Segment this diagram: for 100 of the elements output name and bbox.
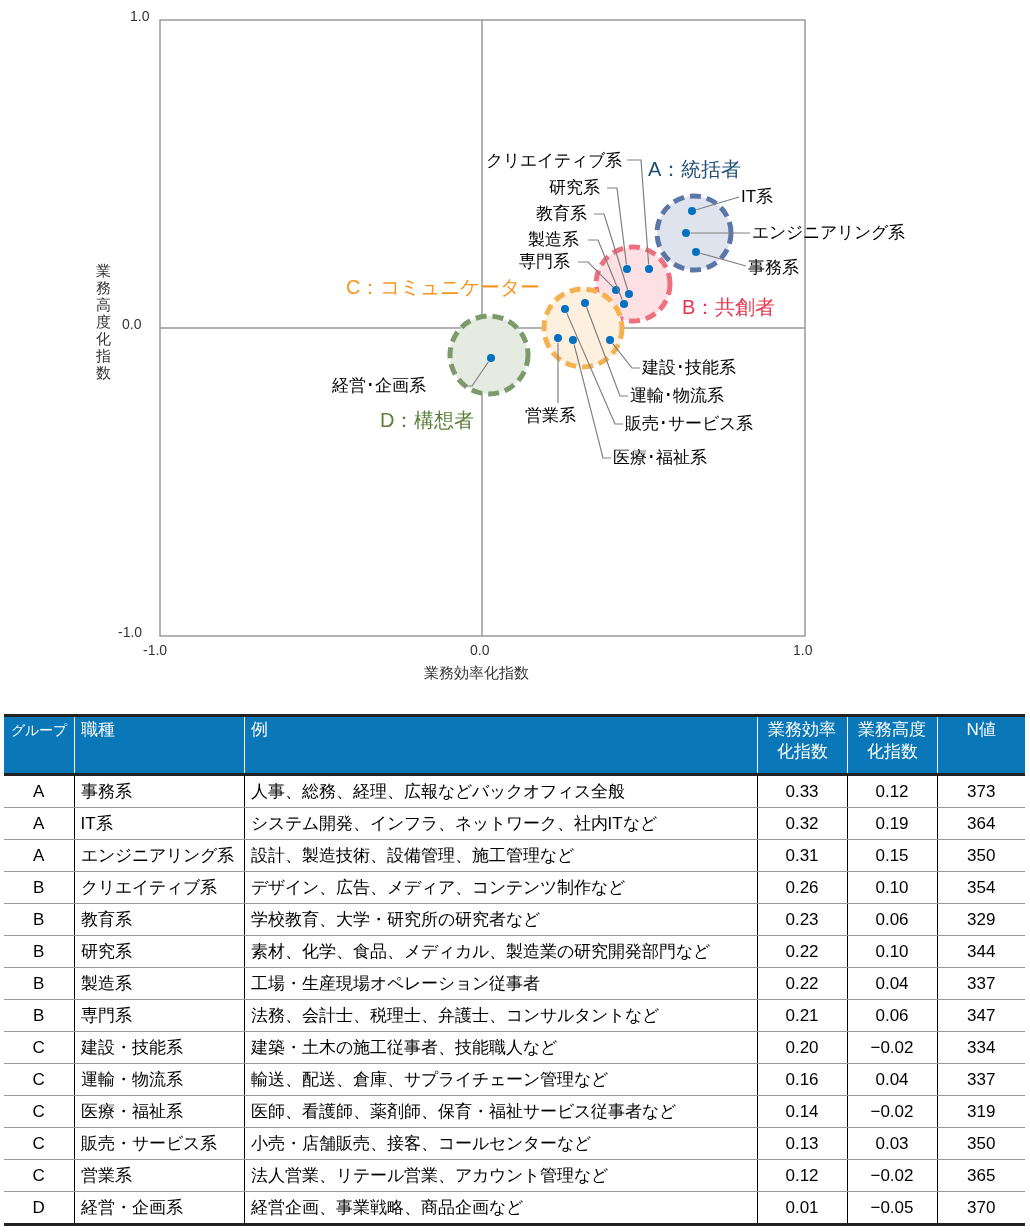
category-label: 販売･サービス系	[625, 413, 753, 435]
job-category: 研究系	[74, 935, 244, 968]
sample-count: 347	[937, 999, 1025, 1032]
sample-count: 365	[937, 1159, 1025, 1192]
job-category: 医療・福祉系	[74, 1095, 244, 1128]
index-value: 0.32	[757, 807, 847, 840]
data-point	[606, 336, 614, 344]
group-letter: C	[4, 1159, 74, 1192]
data-point	[620, 300, 628, 308]
column-header: N値	[937, 715, 1025, 775]
job-category: 製造系	[74, 967, 244, 1000]
index-value: 0.26	[757, 871, 847, 904]
example-text: 小売・店舗販売、接客、コールセンターなど	[244, 1127, 757, 1160]
example-text: 学校教育、大学・研究所の研究者など	[244, 903, 757, 936]
index-value: 0.01	[757, 1191, 847, 1225]
data-point	[612, 286, 620, 294]
leader-line	[587, 239, 623, 301]
column-header: グループ	[4, 715, 74, 775]
job-category: 営業系	[74, 1159, 244, 1192]
data-point	[487, 354, 495, 362]
group-letter: A	[4, 807, 74, 840]
leader-line	[606, 187, 628, 266]
index-value: 0.22	[757, 935, 847, 968]
group-label: D：構想者	[380, 408, 475, 433]
index-value: 0.33	[757, 774, 847, 808]
job-category: 建設・技能系	[74, 1031, 244, 1064]
job-category: 経営・企画系	[74, 1191, 244, 1225]
example-text: 人事、総務、経理、広報などバックオフィス全般	[244, 774, 757, 808]
example-text: 法務、会計士、税理士、弁護士、コンサルタントなど	[244, 999, 757, 1032]
leader-line	[577, 261, 614, 288]
category-label: 教育系	[536, 203, 587, 225]
group-letter: B	[4, 967, 74, 1000]
sample-count: 344	[937, 935, 1025, 968]
category-label: 専門系	[519, 251, 570, 273]
sample-count: 329	[937, 903, 1025, 936]
group-label: C：コミュニケーター	[346, 275, 541, 300]
axis-title: 業務効率化指数	[424, 664, 529, 683]
index-value: 0.22	[757, 967, 847, 1000]
index-value: 0.31	[757, 839, 847, 872]
sample-count: 354	[937, 871, 1025, 904]
example-text: 建築・土木の施工従事者、技能職人など	[244, 1031, 757, 1064]
group-letter: B	[4, 871, 74, 904]
example-text: デザイン、広告、メディア、コンテンツ制作など	[244, 871, 757, 904]
index-value: 0.03	[847, 1127, 937, 1160]
job-category: エンジニアリング系	[74, 839, 244, 872]
job-category: 専門系	[74, 999, 244, 1032]
example-text: 設計、製造技術、設備管理、施工管理など	[244, 839, 757, 872]
index-value: 0.10	[847, 871, 937, 904]
index-value: 0.10	[847, 935, 937, 968]
category-label: 建設･技能系	[642, 357, 736, 379]
data-point	[581, 299, 589, 307]
data-point	[569, 336, 577, 344]
index-value: 0.16	[757, 1063, 847, 1096]
column-header: 業務高度化指数	[847, 715, 937, 775]
index-value: 0.23	[757, 903, 847, 936]
group-letter: A	[4, 839, 74, 872]
category-label: 研究系	[549, 177, 600, 199]
tick-label: 0.0	[470, 642, 490, 658]
category-label: 営業系	[525, 405, 576, 427]
index-value: −0.05	[847, 1191, 937, 1225]
example-text: 医師、看護師、薬剤師、保育・福祉サービス従事者など	[244, 1095, 757, 1128]
group-letter: C	[4, 1031, 74, 1064]
index-value: 0.20	[757, 1031, 847, 1064]
index-value: 0.06	[847, 903, 937, 936]
index-value: 0.21	[757, 999, 847, 1032]
sample-count: 319	[937, 1095, 1025, 1128]
leader-line	[573, 343, 612, 459]
axis-title: 業務高度化指数	[96, 262, 112, 381]
job-category: 販売・サービス系	[74, 1127, 244, 1160]
leader-line	[593, 213, 629, 291]
sample-count: 337	[937, 967, 1025, 1000]
tick-label: 1.0	[793, 642, 813, 658]
leader-line	[586, 306, 629, 397]
data-point	[554, 334, 562, 342]
group-letter: C	[4, 1095, 74, 1128]
example-text: 素材、化学、食品、メディカル、製造業の研究開発部門など	[244, 935, 757, 968]
data-point	[682, 229, 690, 237]
index-value: 0.12	[847, 774, 937, 808]
sample-count: 350	[937, 839, 1025, 872]
job-category: 事務系	[74, 774, 244, 808]
category-label: IT系	[741, 186, 774, 208]
leader-line	[566, 312, 624, 425]
category-label: 運輸･物流系	[630, 385, 724, 407]
index-value: 0.04	[847, 1063, 937, 1096]
category-label: エンジニアリング系	[752, 222, 905, 244]
tick-label: 0.0	[122, 316, 142, 332]
index-value: −0.02	[847, 1031, 937, 1064]
sample-count: 350	[937, 1127, 1025, 1160]
example-text: システム開発、インフラ、ネットワーク、社内ITなど	[244, 807, 757, 840]
leader-line	[626, 159, 650, 266]
group-letter: C	[4, 1063, 74, 1096]
category-label: クリエイティブ系	[486, 150, 622, 172]
group-letter: D	[4, 1191, 74, 1225]
index-value: −0.02	[847, 1159, 937, 1192]
data-point	[692, 248, 700, 256]
data-point	[625, 290, 633, 298]
column-header: 職種	[74, 715, 244, 775]
group-letter: C	[4, 1127, 74, 1160]
leader-line	[699, 252, 747, 267]
data-point	[561, 305, 569, 313]
